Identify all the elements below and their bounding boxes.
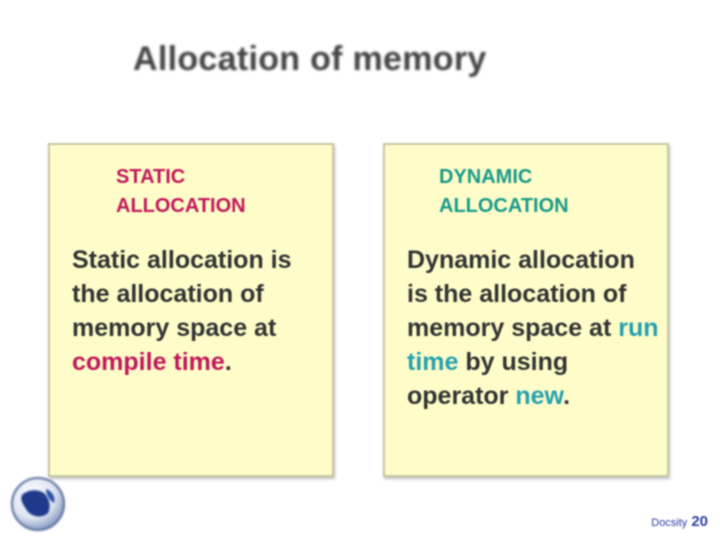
dynamic-allocation-heading: DYNAMIC ALLOCATION xyxy=(439,166,569,217)
page-number: 20 xyxy=(691,513,708,530)
dynamic-body-text-1: Dynamic allocation is the allocation of … xyxy=(407,246,635,342)
compile-time-highlight: compile time xyxy=(72,348,225,376)
slide-title: Allocation of memory xyxy=(133,40,487,78)
static-allocation-panel: STATIC ALLOCATION Static allocation is t… xyxy=(48,143,334,477)
dynamic-body-text-2: by using operator xyxy=(407,348,569,410)
static-body-text-1: Static allocation is the allocation of m… xyxy=(72,246,292,342)
dynamic-allocation-description: Dynamic allocation is the allocation of … xyxy=(407,243,662,413)
footer-label: Docsity xyxy=(651,517,688,529)
new-operator-highlight: new xyxy=(515,382,564,410)
static-allocation-heading: STATIC ALLOCATION xyxy=(116,166,246,217)
globe-logo-icon xyxy=(8,475,68,533)
dynamic-body-text-3: . xyxy=(563,382,571,410)
dynamic-allocation-panel: DYNAMIC ALLOCATION Dynamic allocation is… xyxy=(383,143,669,477)
run-time-highlight: run time xyxy=(407,314,659,376)
static-body-text-2: . xyxy=(224,348,232,376)
static-allocation-description: Static allocation is the allocation of m… xyxy=(72,243,327,379)
